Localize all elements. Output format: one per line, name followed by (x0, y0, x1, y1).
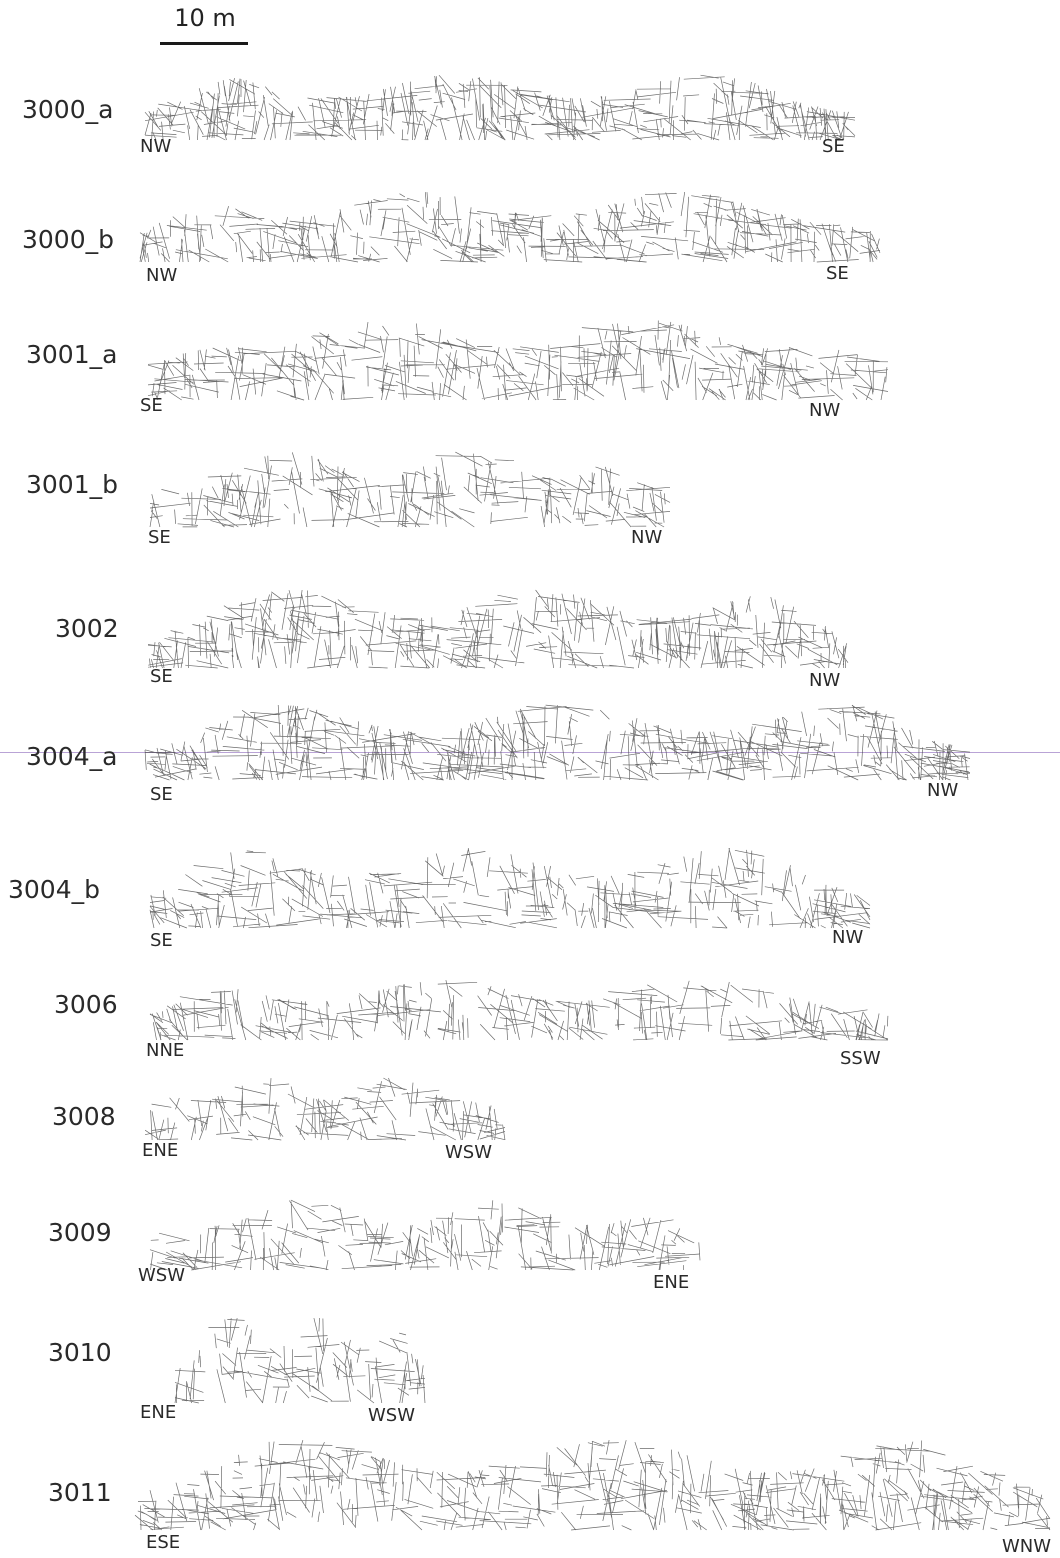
direction-end-3001_a: NW (809, 400, 841, 421)
direction-end-3006: SSW (840, 1048, 881, 1069)
profile-label-3006: 3006 (54, 990, 118, 1019)
fracture-trace-lines-3001_a (147, 320, 889, 401)
profile-label-3001_a: 3001_a (26, 340, 118, 369)
profile-label-3010: 3010 (48, 1338, 112, 1367)
fracture-trace-lines-3001_b (149, 451, 671, 528)
scale-bar (160, 42, 248, 45)
direction-end-3004_a: NW (927, 780, 959, 801)
fracture-trace-lines-3004_a (144, 704, 971, 781)
fracture-traces-3002 (147, 589, 849, 669)
fracture-traces-3008 (144, 1077, 506, 1141)
direction-end-3004_b: NW (832, 927, 864, 948)
fracture-traces-3000_a (144, 74, 856, 141)
direction-start-3010: ENE (140, 1402, 177, 1423)
scale-label: 10 m (174, 4, 236, 32)
direction-end-3010: WSW (368, 1405, 416, 1426)
fracture-traces-3010 (174, 1317, 426, 1404)
fracture-trace-lines-3000_a (144, 74, 856, 141)
profile-label-3004_b: 3004_b (8, 875, 100, 904)
direction-start-3004_a: SE (150, 784, 173, 805)
profile-label-3011: 3011 (48, 1478, 112, 1507)
horizontal-guide-line (0, 752, 1060, 753)
direction-start-3011: ESE (146, 1532, 181, 1553)
fracture-traces-3006 (149, 980, 889, 1041)
direction-start-3001_a: SE (140, 395, 163, 416)
direction-end-3000_a: SE (822, 136, 845, 157)
fracture-trace-lines-3009 (149, 1199, 701, 1271)
fracture-traces-3001_b (149, 451, 671, 528)
profile-label-3002: 3002 (55, 614, 119, 643)
direction-end-3001_b: NW (631, 527, 663, 548)
profile-label-3000_a: 3000_a (22, 95, 114, 124)
direction-end-3008: WSW (445, 1142, 493, 1163)
direction-end-3011: WNW (1002, 1536, 1052, 1557)
fracture-trace-lines-3010 (174, 1317, 426, 1404)
fracture-traces-3001_a (147, 320, 889, 401)
fracture-trace-lines-3004_b (149, 847, 871, 929)
fracture-traces-3000_b (139, 191, 881, 263)
fracture-trace-lines-3006 (149, 980, 889, 1041)
fracture-trace-lines-3011 (134, 1439, 1051, 1531)
direction-start-3004_b: SE (150, 930, 173, 951)
fracture-traces-3004_a (144, 704, 971, 781)
direction-start-3001_b: SE (148, 527, 171, 548)
fracture-traces-3004_b (149, 847, 871, 929)
fracture-trace-lines-3002 (147, 589, 849, 669)
direction-start-3002: SE (150, 666, 173, 687)
fracture-trace-lines-3008 (144, 1077, 506, 1141)
fracture-traces-3009 (149, 1199, 701, 1271)
fracture-trace-lines-3000_b (139, 191, 881, 263)
fracture-traces-3011 (134, 1439, 1051, 1531)
direction-start-3006: NNE (146, 1040, 185, 1061)
profile-label-3009: 3009 (48, 1218, 112, 1247)
direction-end-3002: NW (809, 670, 841, 691)
direction-start-3000_b: NW (146, 265, 178, 286)
profile-label-3001_b: 3001_b (26, 470, 118, 499)
direction-end-3009: ENE (653, 1272, 690, 1293)
direction-end-3000_b: SE (826, 263, 849, 284)
direction-start-3008: ENE (142, 1140, 179, 1161)
profile-label-3000_b: 3000_b (22, 225, 114, 254)
direction-start-3000_a: NW (140, 136, 172, 157)
direction-start-3009: WSW (138, 1265, 186, 1286)
profile-label-3004_a: 3004_a (26, 742, 118, 771)
profile-label-3008: 3008 (52, 1102, 116, 1131)
